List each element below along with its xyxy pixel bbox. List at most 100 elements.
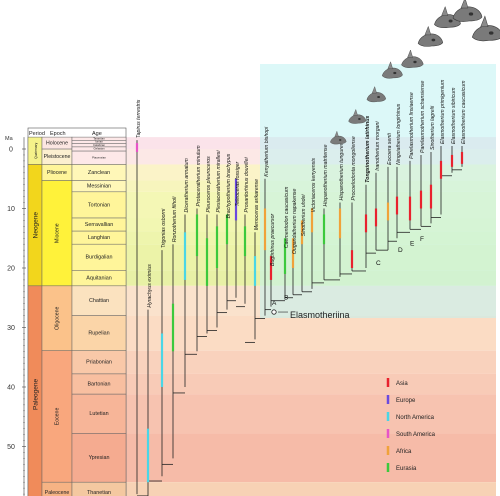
taxon-label: Hispanotherium matritense (323, 144, 329, 206)
age-cell: Priabonian (71, 350, 127, 375)
age-label: Aquitanian (86, 276, 111, 282)
ma-tick-label: 0 (9, 147, 13, 154)
age-cell-fill (71, 433, 127, 483)
stratigraphic-ranges (135, 143, 464, 483)
period-label: Neogene (33, 212, 40, 239)
age-cell: Burdigalian (71, 243, 127, 271)
rhino-skull-icon (452, 0, 483, 22)
epoch-header: Epoch (50, 131, 66, 137)
age-cell: Aquitanian (71, 270, 127, 287)
legend-item: Africa (386, 446, 412, 455)
taxon-label: Pleuroceros pleuroceros (206, 156, 212, 213)
epoch-cell: Oligocene (41, 285, 73, 351)
age-label: Thanetian (87, 490, 111, 496)
age-label: Gelasian (93, 147, 104, 151)
period-cell: Paleogene (27, 285, 43, 496)
period-label: Quaternary (34, 142, 38, 158)
epoch-label: Eocene (54, 408, 60, 426)
taxon-label: Kenyatherium bishopi (264, 126, 270, 177)
age-band (126, 433, 496, 483)
geologic-timescale: Ma Period Epoch Age QuaternaryNeogenePal… (5, 127, 127, 496)
epoch-column: HolocenePleistocenePlioceneMioceneOligoc… (41, 136, 73, 496)
age-cell: Thanetian (71, 481, 127, 496)
legend-item: Asia (386, 378, 408, 387)
ma-tick-label: 20 (7, 266, 15, 273)
taxon-label: Elasmotherium sibiricum (451, 87, 457, 144)
legend-item: Eurasia (386, 463, 417, 472)
rhino-skull-icon (401, 49, 424, 68)
age-label: Zanclean (88, 170, 110, 176)
age-cell: Chattian (71, 285, 127, 316)
taxon-label: Elasmotherium primigenium (440, 79, 446, 144)
elasmotheriina-highlight (260, 64, 496, 318)
taxon-label: Protaceratherium minutum (196, 145, 202, 207)
taxon-label: Elasmotherium caucasicum (461, 80, 467, 144)
taxon-label: Teleoceras fossiger (235, 161, 241, 206)
epoch-cell: Pleistocene (41, 148, 73, 165)
age-band (126, 482, 496, 496)
taxon-label: Victoriaceros kenyensis (311, 158, 317, 213)
legend-label: Africa (396, 449, 412, 455)
rhino-skull-icon (366, 86, 386, 103)
period-label: Paleogene (33, 379, 40, 410)
taxon-label: Procoelodonta mongoliense (351, 136, 357, 200)
age-column: TarantianIonianCalabrianGelasianPiacenzi… (71, 136, 127, 496)
epoch-label: Oligocene (54, 306, 60, 329)
epoch-cell: Holocene (41, 136, 73, 150)
age-cell: Tortonian (71, 191, 127, 219)
age-band (126, 315, 496, 351)
age-label: Messinian (87, 184, 111, 190)
age-cell: Serravallian (71, 217, 127, 232)
taxon-label: Trigonias osborni (161, 208, 167, 248)
rhino-skull-icon (330, 130, 347, 145)
epoch-cell-fill (41, 180, 73, 287)
rhino-skull-icon (417, 25, 444, 47)
rhino-skull-icon (381, 61, 403, 79)
taxon-label: Prosantorhinus douvillei (244, 157, 250, 213)
legend-label: Europe (396, 398, 416, 404)
epoch-label: Holocene (46, 140, 68, 146)
period-cell: Neogene (27, 164, 43, 287)
age-label: Burdigalian (86, 255, 113, 261)
taxon-label: Menoceras arikarense (254, 179, 260, 230)
age-cell: Langhian (71, 230, 127, 245)
elasmotheriina-node (271, 309, 277, 315)
taxon-label: Brachypotherium brachypus (226, 153, 232, 218)
age-label: Priabonian (86, 360, 112, 366)
epoch-cell-fill (41, 285, 73, 351)
epoch-label: Miocene (54, 223, 60, 243)
age-cell: Bartonian (71, 373, 127, 395)
taxon-label: Hyrachyus eximius (147, 264, 153, 308)
legend-item: North America (386, 412, 435, 421)
epoch-cell: Pliocene (41, 164, 73, 181)
legend-item: Europe (386, 395, 416, 404)
period-header: Period (29, 131, 45, 137)
skull-illustrations (330, 0, 500, 145)
epoch-label: Pleistocene (44, 154, 71, 160)
epoch-label: Paleocene (45, 490, 70, 496)
ma-tick-label: 40 (7, 385, 15, 392)
node-label: E (410, 240, 415, 247)
taxon-label: Tapirus terrestris (136, 99, 142, 138)
epoch-cell: Paleocene (41, 481, 73, 496)
taxon-label: Tongxinotherium latirhinus (365, 116, 371, 183)
taxon-label: Bugtirhinus praecursor (270, 214, 276, 266)
node-label: C (376, 260, 381, 267)
age-label: Piacenzian (92, 156, 106, 160)
age-cell: Messinian (71, 180, 127, 193)
legend-label: Asia (396, 381, 408, 387)
period-cell: Quaternary (27, 136, 43, 165)
epoch-cell-fill (41, 350, 73, 483)
age-cell: Piacenzian (71, 150, 127, 165)
age-band (126, 373, 496, 395)
age-label: Calabrian (93, 143, 105, 147)
node-label: B (284, 295, 288, 302)
ma-tick-label: 10 (7, 206, 15, 213)
taxon-label: Diceratherium armatum (184, 158, 190, 213)
taxon-label: Parelasmotherium schansiense (420, 80, 426, 152)
